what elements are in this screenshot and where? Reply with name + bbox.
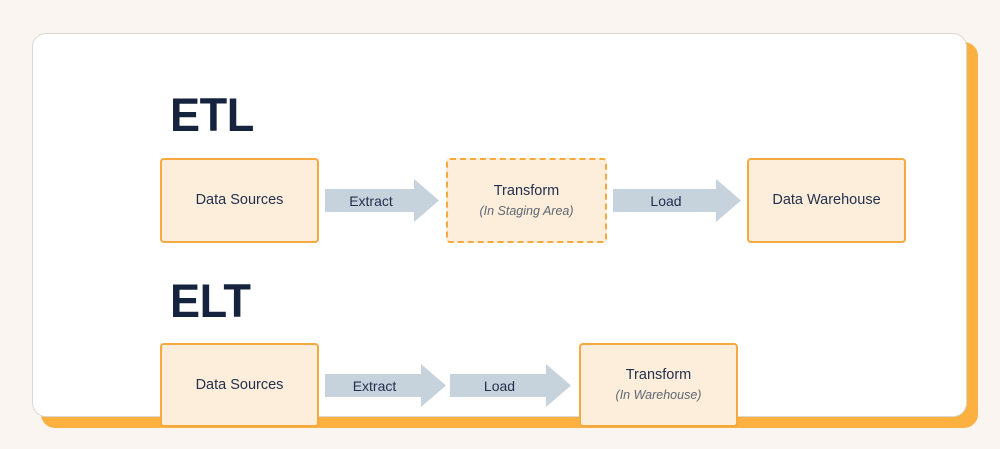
arrow-elt-extract: Extract [325,364,446,407]
diagram-card: ETL Data Sources Extract Transform (In S… [32,33,967,427]
node-elt-transform: Transform (In Warehouse) [579,343,738,427]
arrow-right-icon [325,179,439,222]
arrow-elt-load: Load [450,364,571,407]
arrow-etl-load: Load [613,179,741,222]
section-title-elt: ELT [170,274,251,327]
node-elt-source: Data Sources [160,343,319,427]
node-etl-transform: Transform (In Staging Area) [446,158,607,243]
node-etl-target: Data Warehouse [747,158,906,243]
node-label: Data Sources [195,192,284,209]
node-sublabel: (In Warehouse) [615,388,702,403]
node-label: Transform [625,367,692,384]
arrow-right-icon [613,179,741,222]
arrow-right-icon [450,364,571,407]
arrow-right-icon [325,364,446,407]
node-label: Transform [493,182,560,199]
node-sublabel: (In Staging Area) [479,203,574,218]
node-label: Data Sources [195,376,284,393]
node-label: Data Warehouse [772,192,881,209]
section-title-etl: ETL [170,88,254,141]
node-etl-source: Data Sources [160,158,319,243]
arrow-etl-extract: Extract [325,179,439,222]
